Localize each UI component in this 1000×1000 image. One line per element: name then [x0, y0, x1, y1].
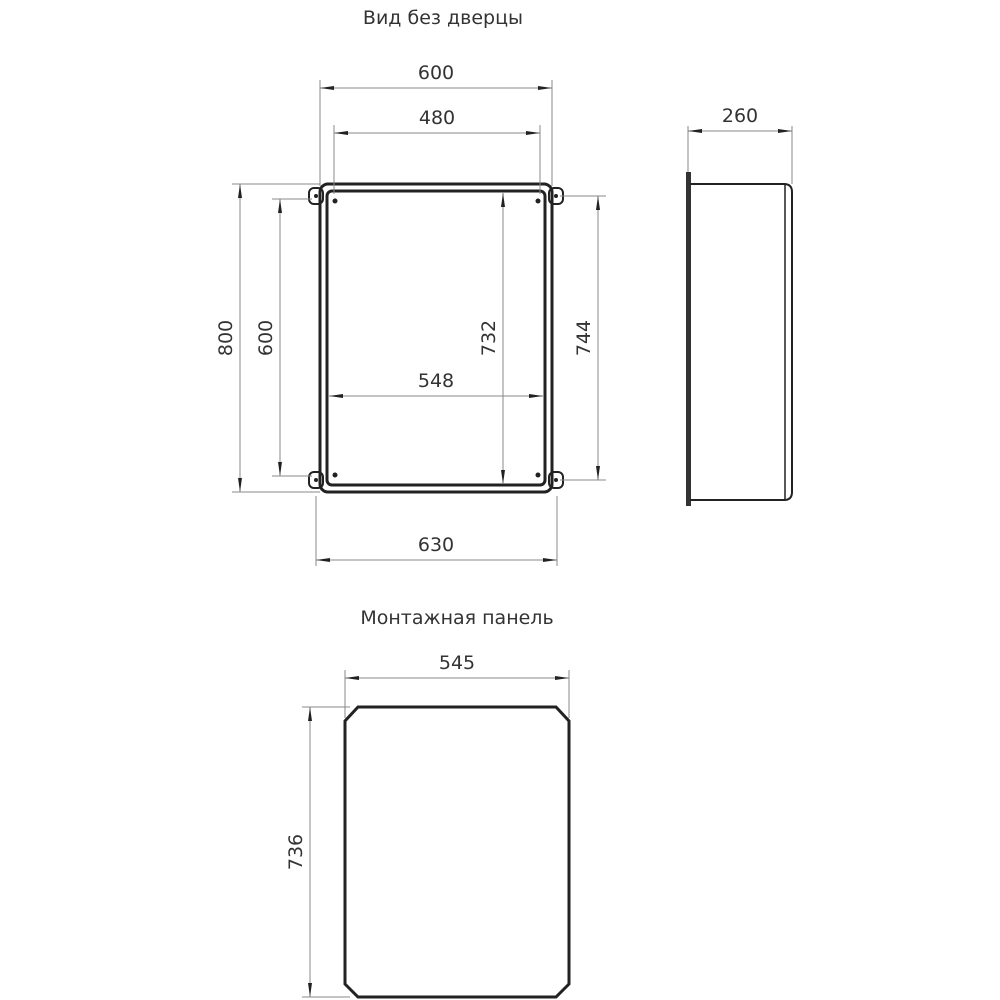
dim-600-width: 600 — [418, 62, 454, 84]
dim-545: 545 — [439, 652, 475, 674]
dim-744: 744 — [573, 320, 595, 356]
dim-732: 732 — [478, 320, 500, 356]
enclosure-front — [308, 182, 564, 494]
dim-600-height: 600 — [255, 320, 277, 356]
dim-480: 480 — [419, 107, 455, 129]
dim-800: 800 — [215, 320, 237, 356]
dim-260: 260 — [722, 105, 758, 127]
dim-630: 630 — [418, 534, 454, 556]
dim-548: 548 — [418, 370, 454, 392]
mounting-panel — [343, 705, 571, 999]
title-panel: Монтажная панель — [360, 607, 553, 629]
dim-736: 736 — [285, 834, 307, 870]
title-front: Вид без дверцы — [363, 7, 523, 29]
enclosure-side — [686, 172, 793, 506]
